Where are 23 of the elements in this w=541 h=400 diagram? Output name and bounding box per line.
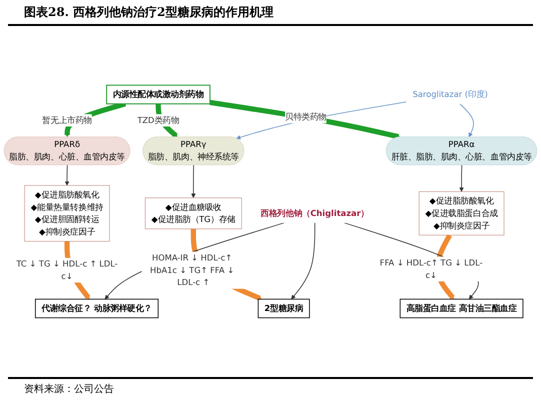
edge-label: 暂无上市药物 bbox=[42, 115, 92, 126]
node-box: 2型糖尿病 bbox=[258, 298, 310, 318]
arrow bbox=[459, 103, 474, 138]
node-text: 西格列他钠（Chiglitazar） bbox=[260, 208, 369, 218]
node-box: 代谢综合征？ 动脉粥样硬化？ bbox=[34, 298, 159, 318]
edge-label: TC ↓ TG ↓ HDL-c ↑ LDL-c↓ bbox=[16, 258, 118, 282]
node-box: 高脂蛋白血症 高甘油三酯血症 bbox=[400, 298, 524, 318]
node-box: ◆促进脂肪酸氧化 ◆能量热量转换维持 ◆促进胆固醇转运 ◆抑制炎症因子 bbox=[24, 185, 110, 242]
node-box: ◆促进血糖吸收 ◆促进脂肪（TG）存储 bbox=[144, 198, 242, 230]
arrow bbox=[459, 164, 464, 192]
edge-label: 贝特类药物 bbox=[285, 112, 326, 122]
edge-label: HOMA-IR ↓ HDL-c↑ HbA1c ↓ TG↑ FFA ↓ LDL-c ↑ bbox=[150, 252, 234, 288]
arrow bbox=[291, 222, 316, 300]
arrow bbox=[210, 100, 401, 140]
edge-label: TZD类药物 bbox=[137, 115, 180, 126]
node-box: 内源性配体或激动剂药物 bbox=[106, 84, 210, 104]
source-note: 资料来源：公司公告 bbox=[8, 377, 533, 400]
figure-title: 图表28. 西格列他钠治疗2型糖尿病的作用机理 bbox=[8, 0, 533, 26]
arrow bbox=[64, 164, 70, 186]
node-text: Saroglitazar (印度) bbox=[412, 89, 488, 100]
edge-label: FFA ↓ HDL-c↑ TG ↓ LDL-c↓ bbox=[380, 258, 483, 280]
arrow bbox=[191, 164, 196, 198]
node-box: ◆促进脂肪酸氧化 ◆促进载脂蛋白合成 ◆抑制炎症因子 bbox=[418, 191, 504, 236]
